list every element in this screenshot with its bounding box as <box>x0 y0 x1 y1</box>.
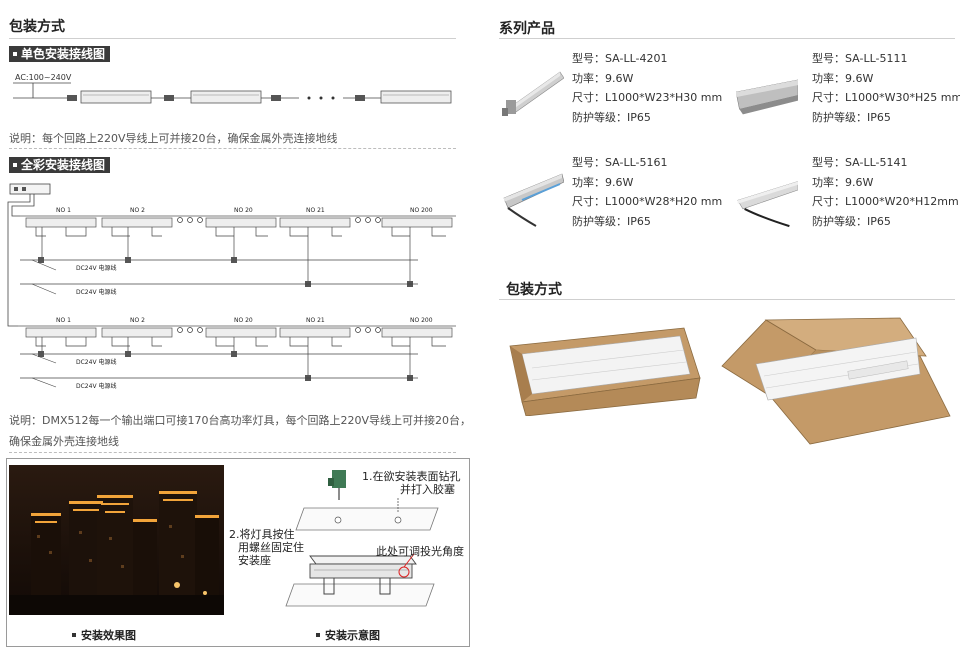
left-section-title: 包装方式 <box>9 19 65 35</box>
installation-schematic <box>285 470 439 607</box>
product-model-2: 型号：SA-LL-5111 <box>812 52 908 65</box>
install-step-2-line-2: 用螺丝固定住 <box>238 541 304 554</box>
single-lamp-3 <box>380 90 452 104</box>
packing-title-rule <box>499 299 955 300</box>
single-color-divider <box>9 148 456 149</box>
single-color-wiring-text: 单色安装接线图 <box>21 47 106 61</box>
single-color-wiring-label: 单色安装接线图 <box>9 46 111 62</box>
product-specs-2: 型号：SA-LL-5111 功率：9.6W 尺寸：L1000*W30*H25 m… <box>812 49 960 127</box>
node-label-20b: NO 20 <box>234 317 253 324</box>
product-image-4 <box>737 181 798 228</box>
product-model-1: 型号：SA-LL-4201 <box>572 52 668 65</box>
packing-box-photo-2 <box>721 317 951 445</box>
product-power-3: 功率：9.6W <box>572 175 634 189</box>
packing-box-photo-1 <box>509 327 701 416</box>
diagram-caption-text: 安装示意图 <box>325 629 380 642</box>
left-title-rule <box>9 38 456 39</box>
installation-effect-photo <box>9 465 224 615</box>
product-size-2: 尺寸：L1000*W30*H25 mm <box>812 91 960 104</box>
square-bullet-icon <box>13 162 17 167</box>
product-power-2: 功率：9.6W <box>812 71 874 85</box>
drill-icon <box>328 470 346 500</box>
product-image-2 <box>736 79 798 115</box>
node-label-1b: NO 1 <box>56 317 71 324</box>
dmx-controller <box>9 183 51 195</box>
product-model-3: 型号：SA-LL-5161 <box>572 156 668 169</box>
node-label-20: NO 20 <box>234 207 253 214</box>
dc-power-label-2: DC24V 电源线 <box>76 288 116 296</box>
packing-title: 包装方式 <box>506 282 562 298</box>
wiring-row-2: NO 1 NO 2 NO 20 NO 21 NO 200 <box>18 317 456 390</box>
node-label-200: NO 200 <box>410 207 433 214</box>
product-size-4: 尺寸：L1000*W20*H12mm <box>812 195 959 208</box>
full-color-note-line-1: 说明：DMX512每一个输出端口可接170台高功率灯具，每个回路上220V导线上… <box>9 414 472 427</box>
effect-caption-text: 安装效果图 <box>81 629 136 642</box>
lamp-fixture <box>309 555 417 579</box>
node-label-21: NO 21 <box>306 207 325 214</box>
product-size-1: 尺寸：L1000*W23*H30 mm <box>572 91 723 104</box>
node-label-21b: NO 21 <box>306 317 325 324</box>
square-bullet-icon <box>72 633 76 637</box>
ac-voltage-label: AC:100~240V <box>15 73 72 82</box>
single-lamp-1 <box>80 90 152 104</box>
product-power-1: 功率：9.6W <box>572 71 634 85</box>
series-title-rule <box>499 38 955 39</box>
full-color-wiring-label: 全彩安装接线图 <box>9 157 111 173</box>
effect-caption: 安装效果图 <box>72 627 136 643</box>
full-color-wiring-text: 全彩安装接线图 <box>21 158 106 172</box>
square-bullet-icon <box>13 51 17 56</box>
full-color-divider <box>9 452 456 453</box>
wiring-row-1: NO 1 NO 2 NO 20 NO 21 NO 200 <box>20 207 456 296</box>
product-power-4: 功率：9.6W <box>812 175 874 189</box>
node-label-200b: NO 200 <box>410 317 433 324</box>
product-ip-3: 防护等级：IP65 <box>572 214 651 228</box>
full-color-note: 说明：DMX512每一个输出端口可接170台高功率灯具，每个回路上220V导线上… <box>9 410 471 452</box>
series-products-title: 系列产品 <box>499 21 555 37</box>
dc-power-label-1: DC24V 电源线 <box>76 264 116 272</box>
install-step-1: 1.在欲安装表面钻孔 并打入胶塞 <box>362 470 461 496</box>
dc-power-label-4: DC24V 电源线 <box>76 382 116 390</box>
node-label-2: NO 2 <box>130 207 145 214</box>
full-color-note-line-2: 确保金属外壳连接地线 <box>9 435 119 448</box>
single-color-wiring-diagram: AC:100~240V <box>13 73 452 104</box>
angle-adjust-note: 此处可调投光角度 <box>376 545 464 558</box>
node-label-2b: NO 2 <box>130 317 145 324</box>
full-color-wiring-diagram: NO 1 NO 2 NO 20 NO 21 NO 200 <box>7 183 456 390</box>
product-ip-4: 防护等级：IP65 <box>812 214 891 228</box>
single-color-note: 说明：每个回路上220V导线上可并接20台，确保金属外壳连接地线 <box>9 132 338 145</box>
product-specs-1: 型号：SA-LL-4201 功率：9.6W 尺寸：L1000*W23*H30 m… <box>572 49 722 127</box>
install-step-1-line-2: 并打入胶塞 <box>400 483 455 496</box>
product-image-1 <box>502 71 564 116</box>
diagram-caption: 安装示意图 <box>316 627 380 643</box>
product-image-3 <box>503 173 564 227</box>
product-size-3: 尺寸：L1000*W28*H20 mm <box>572 195 723 208</box>
dc-power-label-3: DC24V 电源线 <box>76 358 116 366</box>
product-specs-3: 型号：SA-LL-5161 功率：9.6W 尺寸：L1000*W28*H20 m… <box>572 153 722 231</box>
product-model-4: 型号：SA-LL-5141 <box>812 156 908 169</box>
install-step-2: 2.将灯具按住 用螺丝固定住 安装座 <box>229 528 304 567</box>
install-step-1-line-1: 1.在欲安装表面钻孔 <box>362 470 461 483</box>
node-label-1: NO 1 <box>56 207 71 214</box>
install-step-2-line-1: 2.将灯具按住 <box>229 528 295 541</box>
product-ip-2: 防护等级：IP65 <box>812 110 891 124</box>
square-bullet-icon <box>316 633 320 637</box>
product-specs-4: 型号：SA-LL-5141 功率：9.6W 尺寸：L1000*W20*H12mm… <box>812 153 959 231</box>
single-lamp-2 <box>190 90 262 104</box>
product-ip-1: 防护等级：IP65 <box>572 110 651 124</box>
installation-panel <box>6 458 470 647</box>
install-step-2-line-3: 安装座 <box>238 554 271 567</box>
